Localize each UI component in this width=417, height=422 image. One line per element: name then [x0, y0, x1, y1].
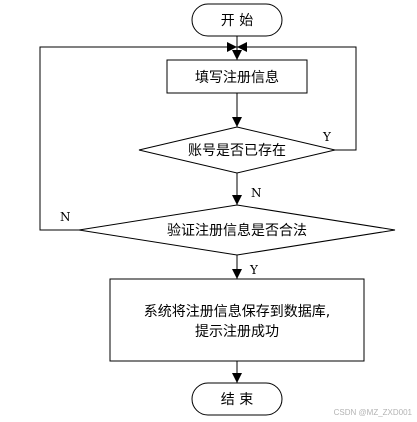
validate-label: 验证注册信息是否合法 — [167, 222, 307, 239]
valid-no-label: N — [60, 210, 71, 224]
end-node: 结 束 — [191, 382, 283, 416]
fill-info-label: 填写注册信息 — [195, 69, 279, 86]
save-node: 系统将注册信息保存到数据库, 提示注册成功 — [109, 278, 365, 362]
arrow-exists-yes-loop — [237, 42, 247, 52]
save-label-line2: 提示注册成功 — [195, 324, 279, 340]
fill-info-node: 填写注册信息 — [166, 59, 308, 94]
arrow-into-end — [232, 373, 242, 383]
arrow-into-fill-top — [232, 50, 242, 60]
exists-no-label: N — [251, 186, 262, 200]
check-exists-node: 账号是否已存在 — [138, 126, 336, 174]
validate-node: 验证注册信息是否合法 — [78, 204, 396, 256]
arrow-into-save — [232, 269, 242, 279]
arrow-into-validate — [232, 195, 242, 205]
connector-valid-no-loop — [39, 46, 237, 231]
valid-yes-label: Y — [249, 263, 259, 277]
start-label: 开 始 — [221, 13, 253, 29]
arrow-valid-no-loop — [227, 42, 237, 52]
arrow-into-check — [232, 117, 242, 127]
check-exists-label: 账号是否已存在 — [188, 143, 286, 159]
watermark-text: CSDN @MZ_ZXD001 — [334, 408, 413, 417]
start-node: 开 始 — [191, 3, 283, 37]
save-label-line1: 系统将注册信息保存到数据库, — [144, 303, 330, 320]
exists-yes-label: Y — [322, 130, 332, 144]
connector-exists-yes-loop — [237, 46, 357, 151]
end-label: 结 束 — [221, 392, 253, 408]
